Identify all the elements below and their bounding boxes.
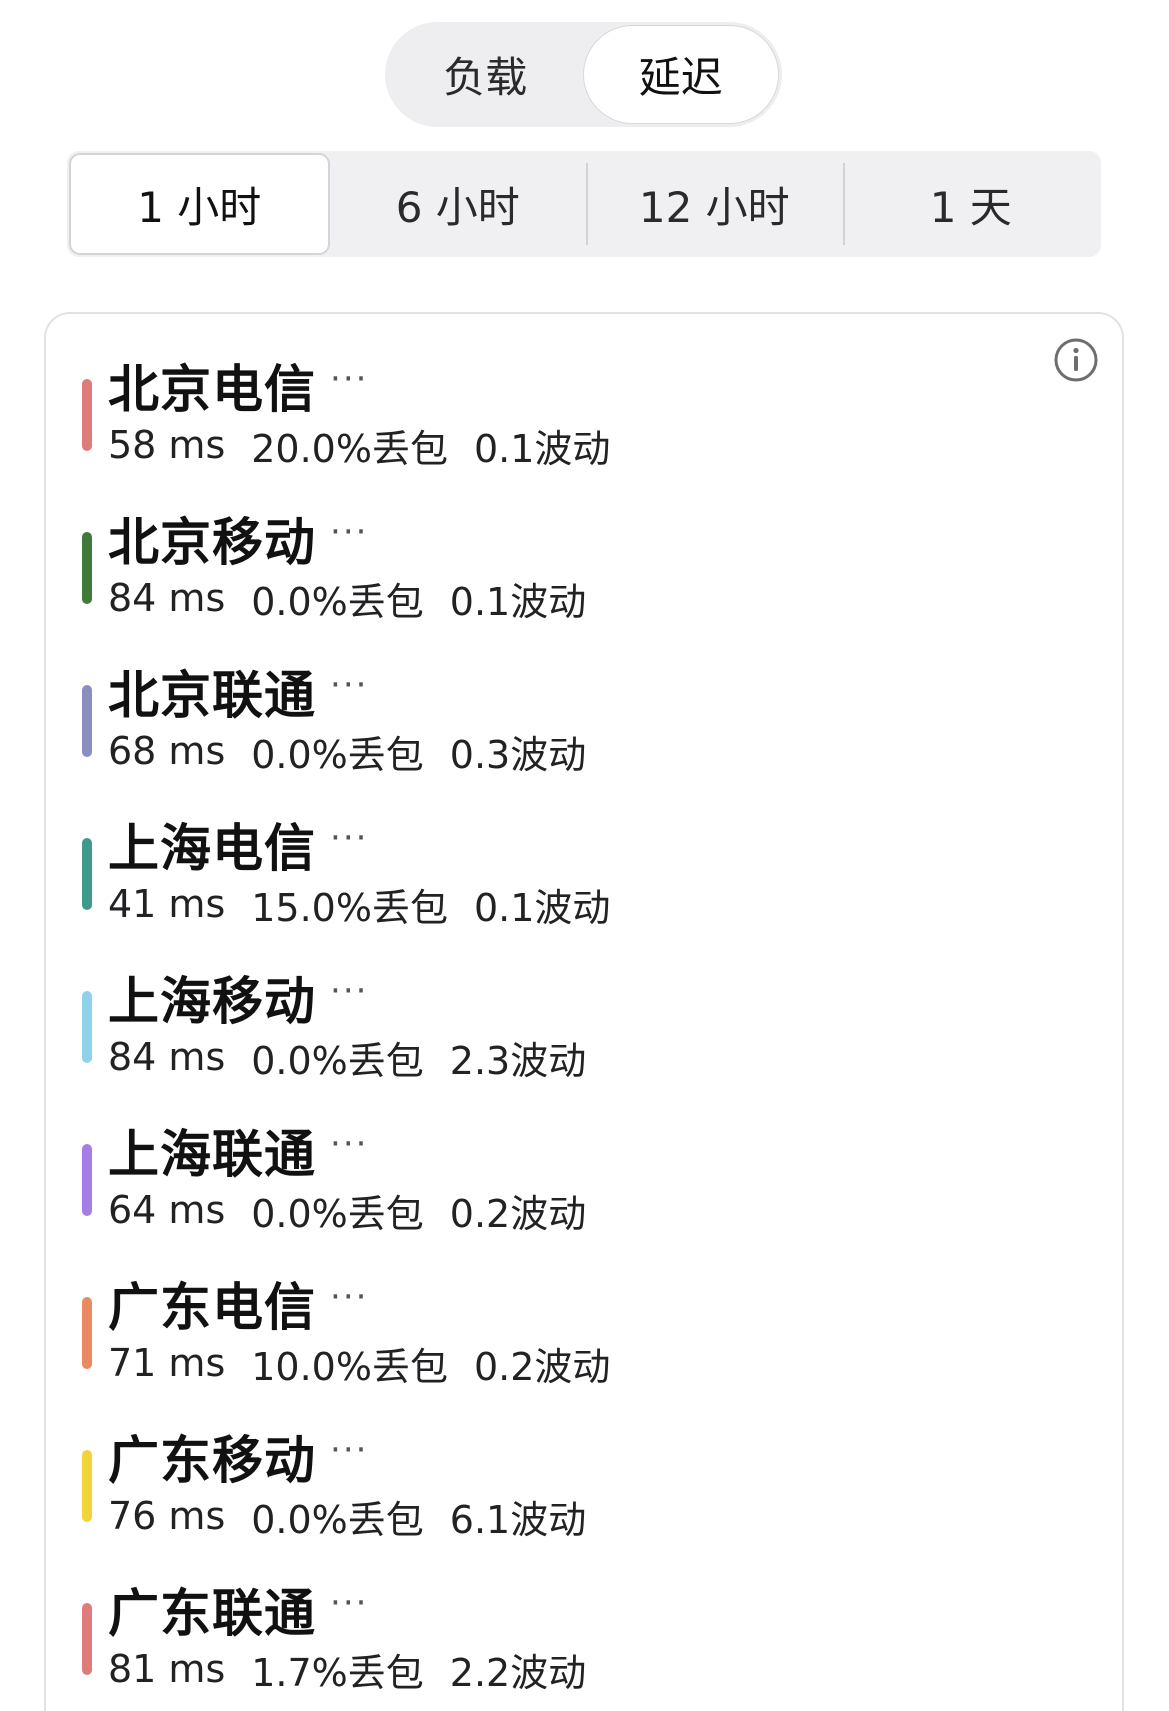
more-icon[interactable]: ··· [330,1583,369,1623]
isp-row: 上海移动 ··· 84 ms 0.0%丢包 2.3波动 [82,966,636,1119]
more-icon[interactable]: ··· [330,1430,369,1470]
isp-list: 北京电信 ··· 58 ms 20.0%丢包 0.1波动 北京移动 ··· 84… [82,354,636,1711]
series-color-marker [82,991,92,1063]
latency-value: 81 ms [108,1647,226,1691]
series-color-marker [82,532,92,604]
packet-loss-value: 0.0%丢包 [251,1191,424,1236]
latency-value: 41 ms [108,882,226,926]
isp-row: 北京移动 ··· 84 ms 0.0%丢包 0.1波动 [82,507,636,660]
tab-6-hours[interactable]: 6 小时 [395,182,520,232]
isp-row: 广东联通 ··· 81 ms 1.7%丢包 2.2波动 [82,1578,636,1711]
isp-name: 北京电信 [108,361,317,420]
more-icon[interactable]: ··· [330,818,369,858]
isp-row: 广东电信 ··· 71 ms 10.0%丢包 0.2波动 [82,1272,636,1425]
tab-1-day[interactable]: 1 天 [842,153,1100,255]
packet-loss-value: 0.0%丢包 [251,1497,424,1542]
latency-value: 76 ms [108,1494,226,1538]
latency-value: 64 ms [108,1188,226,1232]
series-color-marker [82,1144,92,1216]
latency-value: 71 ms [108,1341,226,1385]
jitter-value: 0.2波动 [473,1344,611,1389]
isp-row: 广东移动 ··· 76 ms 0.0%丢包 6.1波动 [82,1425,636,1578]
tab-12-hours[interactable]: 12 小时 [586,153,843,255]
isp-name: 上海联通 [108,1126,317,1185]
series-color-marker [82,1297,92,1369]
series-color-marker [82,685,92,757]
jitter-value: 0.3波动 [449,732,587,777]
more-icon[interactable]: ··· [330,1124,369,1164]
more-icon[interactable]: ··· [330,1277,369,1317]
time-range-tabs: 1 小时 6 小时 12 小时 1 天 [67,151,1101,257]
jitter-value: 2.3波动 [449,1038,587,1083]
isp-row: 北京电信 ··· 58 ms 20.0%丢包 0.1波动 [82,354,636,507]
latency-value: 84 ms [108,1035,226,1079]
latency-value: 84 ms [108,576,226,620]
series-color-marker [82,379,92,451]
jitter-value: 0.1波动 [473,885,611,930]
more-icon[interactable]: ··· [330,971,369,1011]
latency-value: 68 ms [108,729,226,773]
more-icon[interactable]: ··· [330,665,369,705]
isp-name: 上海移动 [108,973,317,1032]
jitter-value: 2.2波动 [449,1650,587,1695]
isp-name: 北京移动 [108,514,317,573]
isp-name: 北京联通 [108,667,317,726]
isp-name: 广东移动 [108,1432,317,1491]
packet-loss-value: 0.0%丢包 [251,1038,424,1083]
latency-value: 58 ms [108,423,226,467]
jitter-value: 0.2波动 [449,1191,587,1236]
more-icon[interactable]: ··· [330,512,369,552]
packet-loss-value: 15.0%丢包 [251,885,448,930]
isp-row: 上海电信 ··· 41 ms 15.0%丢包 0.1波动 [82,813,636,966]
packet-loss-value: 10.0%丢包 [251,1344,448,1389]
isp-name: 广东电信 [108,1279,317,1338]
mode-option-load[interactable]: 负载 [443,53,528,102]
isp-name: 上海电信 [108,820,317,879]
isp-name: 广东联通 [108,1585,317,1644]
isp-row: 北京联通 ··· 68 ms 0.0%丢包 0.3波动 [82,660,636,813]
series-color-marker [82,1603,92,1675]
mode-toggle: 负载 延迟 [385,22,782,127]
packet-loss-value: 20.0%丢包 [251,426,448,471]
jitter-value: 6.1波动 [449,1497,587,1542]
packet-loss-value: 0.0%丢包 [251,579,424,624]
packet-loss-value: 0.0%丢包 [251,732,424,777]
packet-loss-value: 1.7%丢包 [251,1650,424,1695]
series-color-marker [82,838,92,910]
series-color-marker [82,1450,92,1522]
latency-card: 北京电信 ··· 58 ms 20.0%丢包 0.1波动 北京移动 ··· 84… [44,312,1124,1711]
jitter-value: 0.1波动 [449,579,587,624]
isp-row: 上海联通 ··· 64 ms 0.0%丢包 0.2波动 [82,1119,636,1272]
info-icon[interactable] [1053,337,1099,383]
jitter-value: 0.1波动 [473,426,611,471]
mode-option-latency[interactable]: 延迟 [582,25,779,124]
more-icon[interactable]: ··· [330,359,369,399]
tab-1-hour[interactable]: 1 小时 [69,153,330,255]
